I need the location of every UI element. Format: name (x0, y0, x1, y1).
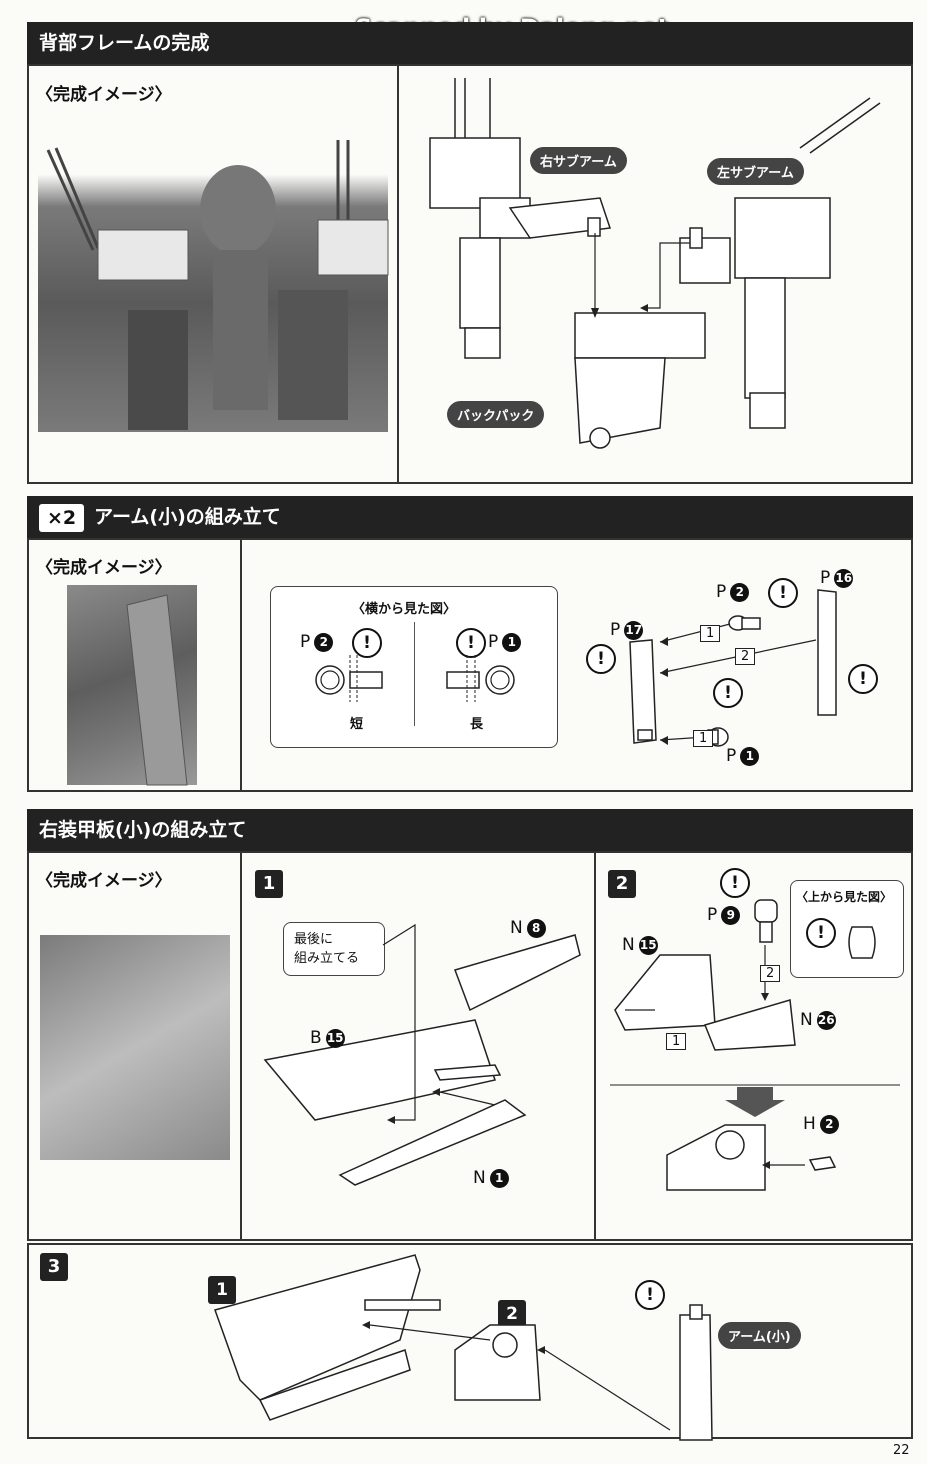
armor-step2-diagram (610, 899, 900, 1191)
tag-backpack: バックパック (447, 401, 545, 428)
panel-divider (240, 851, 242, 1241)
multiplier-badge: ×2 (39, 503, 85, 532)
panel-divider (240, 538, 242, 792)
side-left-caption: 短 (350, 717, 364, 732)
tag-arm-small: アーム(小) (718, 1322, 801, 1349)
figure-silhouette (46, 140, 389, 430)
step-hex-1b: 1 (693, 730, 714, 747)
top-view-title: 〈上から見た図〉 (796, 890, 893, 904)
warning-icon: ! (635, 1280, 665, 1310)
side-view-title: 〈横から見た図〉 (352, 602, 457, 617)
warning-icon: ! (586, 644, 616, 674)
top-view-drawing (848, 926, 876, 959)
warning-icon: ! (848, 664, 878, 694)
panel-divider (397, 64, 399, 484)
tag-right-sub-arm: 右サブアーム (530, 147, 627, 174)
side-view-divider (414, 622, 415, 726)
step-hex-2: 2 (735, 648, 756, 665)
page-number: 22 (893, 1443, 910, 1458)
sub-step-number: 2 (498, 1300, 526, 1328)
warning-icon: ! (720, 868, 750, 898)
side-left-part-drawing (315, 655, 383, 702)
armor-step1-diagram (263, 923, 581, 1186)
step-number: 2 (608, 870, 636, 898)
step-number: 1 (255, 870, 283, 898)
armor-completed-photo (40, 935, 230, 1160)
step-hex-2: 2 (760, 965, 781, 982)
step-number: 3 (40, 1253, 68, 1281)
step-hex-1: 1 (700, 625, 721, 642)
completed-image-label: 〈完成イメージ〉 (36, 558, 172, 578)
warning-icon: ! (806, 918, 836, 948)
completed-image-label: 〈完成イメージ〉 (36, 85, 172, 105)
sub-step-number: 1 (208, 1276, 236, 1304)
arm-photo-shape (126, 594, 188, 786)
note-box (283, 922, 385, 976)
warning-icon: ! (456, 628, 486, 658)
warning-icon: ! (352, 628, 382, 658)
warning-icon: ! (768, 578, 798, 608)
section-title-back-frame: 背部フレームの完成 (27, 22, 913, 64)
tag-left-sub-arm: 左サブアーム (707, 158, 804, 185)
panel-divider (594, 851, 596, 1241)
completed-image-label: 〈完成イメージ〉 (36, 871, 172, 891)
warning-icon: ! (713, 678, 743, 708)
assemble-last-note: 最後に 組み立てる (294, 932, 360, 966)
back-frame-diagram (429, 78, 881, 449)
side-right-part-drawing (446, 655, 515, 702)
step3-diagram (214, 1254, 713, 1441)
section-title-right-armor: 右装甲板(小)の組み立て (27, 809, 913, 851)
side-right-caption: 長 (470, 717, 484, 732)
step-hex-1: 1 (666, 1033, 687, 1050)
